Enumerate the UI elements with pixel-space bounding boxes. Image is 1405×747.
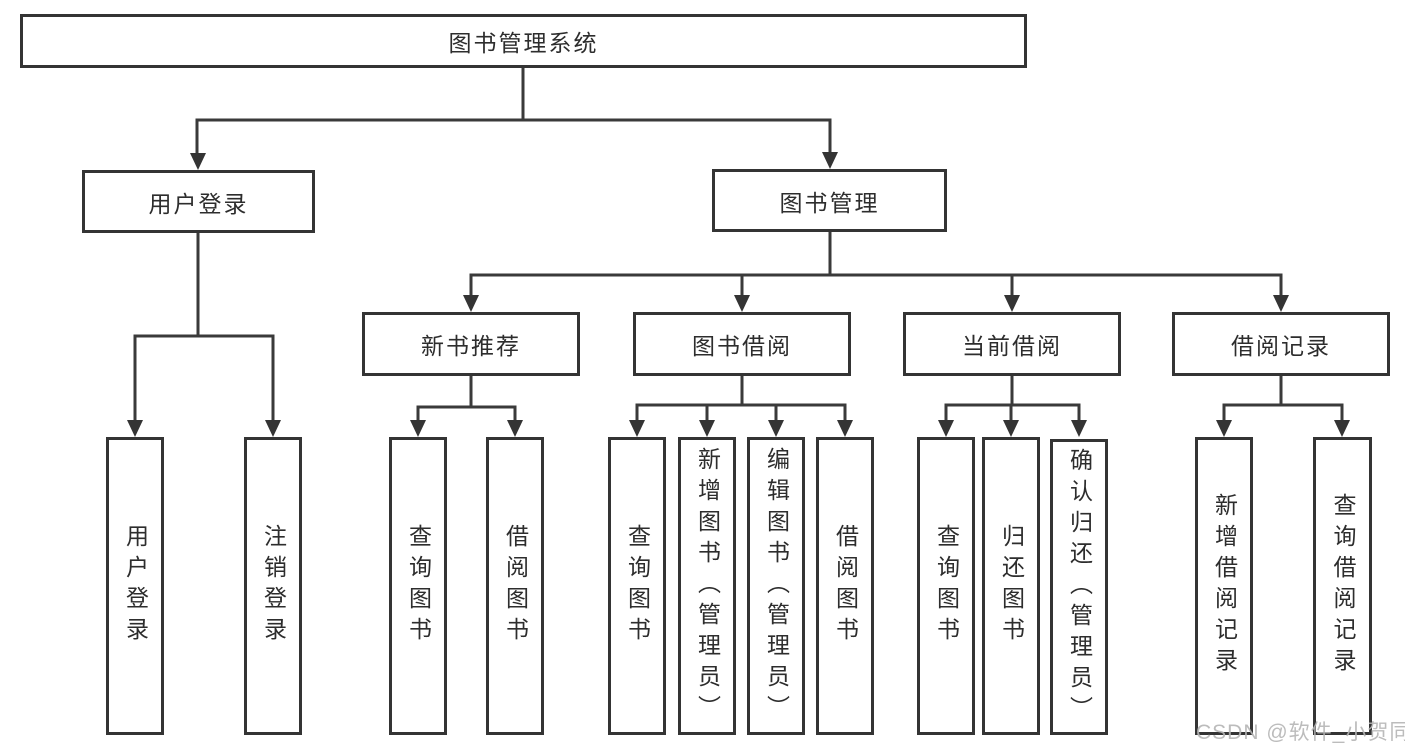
leaf-newrec-query-books-label: 查询图书 bbox=[405, 524, 432, 648]
leaf-user-login-label: 用户登录 bbox=[122, 524, 149, 648]
node-book-borrow-label: 图书借阅 bbox=[692, 333, 792, 359]
leaf-current-return-books-label: 归还图书 bbox=[998, 524, 1025, 648]
node-book-mgmt: 图书管理 bbox=[712, 169, 947, 232]
leaf-current-query-books-label: 查询图书 bbox=[933, 524, 960, 648]
leaf-current-confirm-return-admin-label: 确认归还（管理员） bbox=[1066, 447, 1093, 727]
connector-current-borrow bbox=[944, 374, 1081, 425]
leaf-records-query-record-label: 查询借阅记录 bbox=[1330, 493, 1356, 679]
leaf-borrow-add-books-admin-label: 新增图书（管理员） bbox=[694, 446, 721, 726]
node-new-book-rec: 新书推荐 bbox=[362, 312, 580, 376]
leaf-borrow-edit-books-admin-label: 编辑图书（管理员） bbox=[763, 446, 790, 726]
leaf-borrow-query-books-label: 查询图书 bbox=[624, 524, 651, 648]
leaf-borrow-borrow-books: 借阅图书 bbox=[816, 437, 874, 735]
leaf-records-add-record: 新增借阅记录 bbox=[1195, 437, 1253, 735]
leaf-logout: 注销登录 bbox=[244, 437, 302, 735]
connector-root bbox=[195, 66, 832, 158]
node-user-login: 用户登录 bbox=[82, 170, 315, 233]
connector-borrow-records bbox=[1222, 374, 1344, 425]
node-root-label: 图书管理系统 bbox=[448, 30, 599, 56]
leaf-newrec-borrow-books: 借阅图书 bbox=[486, 437, 544, 735]
leaf-logout-label: 注销登录 bbox=[260, 524, 287, 648]
leaf-borrow-edit-books-admin: 编辑图书（管理员） bbox=[747, 437, 805, 735]
node-new-book-rec-label: 新书推荐 bbox=[421, 333, 521, 359]
node-root: 图书管理系统 bbox=[20, 14, 1027, 68]
leaf-user-login: 用户登录 bbox=[106, 437, 164, 735]
leaf-current-query-books: 查询图书 bbox=[917, 437, 975, 735]
csdn-watermark: CSDN @软件_小贺同学 bbox=[1196, 721, 1405, 744]
leaf-records-query-record: 查询借阅记录 bbox=[1313, 437, 1372, 735]
leaf-newrec-query-books: 查询图书 bbox=[389, 437, 447, 735]
connector-book-borrow bbox=[635, 374, 847, 425]
node-book-mgmt-label: 图书管理 bbox=[779, 189, 880, 216]
node-current-borrow: 当前借阅 bbox=[903, 312, 1121, 376]
connector-book-mgmt bbox=[469, 230, 1283, 300]
leaf-borrow-borrow-books-label: 借阅图书 bbox=[832, 524, 859, 648]
node-user-login-label: 用户登录 bbox=[148, 190, 249, 217]
leaf-borrow-add-books-admin: 新增图书（管理员） bbox=[678, 437, 736, 735]
leaf-newrec-borrow-books-label: 借阅图书 bbox=[502, 524, 529, 648]
leaf-current-confirm-return-admin: 确认归还（管理员） bbox=[1050, 439, 1108, 735]
leaf-current-return-books: 归还图书 bbox=[982, 437, 1040, 735]
connector-new-book-rec bbox=[416, 374, 517, 425]
connector-user-login bbox=[133, 231, 275, 425]
node-borrow-records: 借阅记录 bbox=[1172, 312, 1390, 376]
leaf-records-add-record-label: 新增借阅记录 bbox=[1211, 493, 1238, 679]
node-book-borrow: 图书借阅 bbox=[633, 312, 851, 376]
leaf-borrow-query-books: 查询图书 bbox=[608, 437, 666, 735]
node-current-borrow-label: 当前借阅 bbox=[962, 333, 1062, 359]
node-borrow-records-label: 借阅记录 bbox=[1231, 333, 1331, 359]
